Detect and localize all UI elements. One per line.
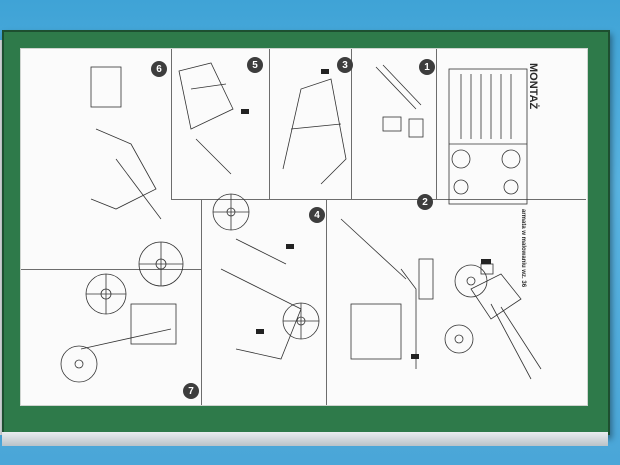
panel-divider	[201, 199, 203, 405]
step-1-marker: 1	[419, 59, 435, 75]
assembly-line-art	[60, 62, 542, 383]
panel-divider	[326, 199, 328, 405]
step-4-marker: 4	[309, 207, 325, 223]
panel-divider	[436, 49, 438, 199]
panel-divider	[351, 49, 353, 199]
instruction-sheet: 6 5 3 1 2 4 7 MONTAŻ armata w malowaniu …	[20, 48, 588, 406]
panel-divider	[269, 49, 271, 199]
step-6-marker: 6	[151, 61, 167, 77]
panel-divider	[171, 49, 173, 199]
step-7-marker: 7	[183, 383, 199, 399]
box-bottom-edge	[2, 432, 608, 446]
panel-divider	[21, 269, 201, 271]
step-5-marker: 5	[247, 57, 263, 73]
step-2-marker: 2	[417, 194, 433, 210]
step-3-marker: 3	[337, 57, 353, 73]
panel-divider	[171, 199, 586, 201]
sprue-frame	[448, 68, 528, 205]
